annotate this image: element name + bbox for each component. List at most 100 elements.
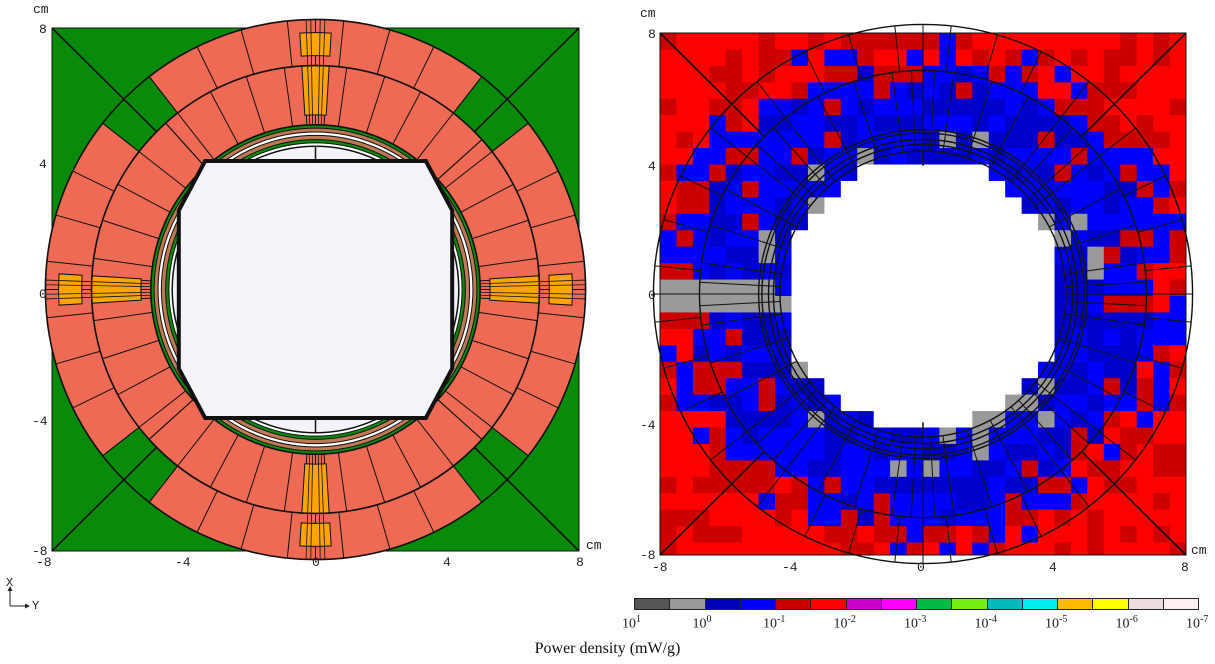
dose-cell <box>955 345 973 363</box>
dose-cell <box>906 148 924 165</box>
coil-divider <box>1137 355 1183 369</box>
dose-cell <box>791 263 809 281</box>
dose-cell <box>775 65 792 83</box>
dose-cell <box>775 427 792 445</box>
dose-cell <box>923 82 940 100</box>
dose-cell <box>725 65 743 83</box>
dose-cell <box>692 509 710 527</box>
coil-divider <box>444 151 493 189</box>
dose-cell <box>923 345 940 363</box>
dose-cell <box>890 246 908 264</box>
coil-divider <box>1049 188 1121 228</box>
dose-cell <box>1087 476 1105 494</box>
dose-cell <box>1021 328 1039 346</box>
dose-cell <box>725 148 743 165</box>
dose-cell <box>890 394 908 412</box>
dose-cell <box>840 65 858 83</box>
y-arrow-icon <box>25 603 30 609</box>
dose-cell <box>1153 493 1171 511</box>
coil-divider <box>1065 300 1147 307</box>
dose-cell <box>725 49 743 67</box>
dose-cell <box>988 460 1006 478</box>
dose-cell <box>1054 378 1072 396</box>
dose-cell <box>692 328 710 346</box>
coil-divider <box>848 508 862 554</box>
dose-cell <box>972 180 990 198</box>
dose-cell <box>906 312 924 330</box>
left-y-tick: 4 <box>39 157 47 172</box>
dose-cell <box>1169 345 1187 363</box>
dose-cell <box>1103 345 1121 363</box>
coil-divider <box>437 139 483 180</box>
dose-cell <box>791 427 809 445</box>
dose-cell <box>1070 394 1088 412</box>
dose-cell <box>923 213 940 231</box>
coil-divider <box>1028 144 1090 199</box>
dose-cell <box>824 460 842 478</box>
dose-cell <box>1054 115 1072 133</box>
dose-cell <box>1169 131 1187 149</box>
dose-cell <box>725 526 743 544</box>
dose-cell <box>923 164 940 182</box>
dose-cell <box>873 246 891 264</box>
dose-cell <box>1153 197 1171 215</box>
dose-cell <box>1103 263 1121 281</box>
dose-cell <box>692 49 710 67</box>
dose-cell <box>972 82 990 100</box>
pole-line <box>45 291 151 295</box>
dose-cell <box>1153 361 1171 379</box>
dose-cell <box>1103 411 1121 428</box>
dose-cell <box>857 82 875 100</box>
dose-cell <box>1005 509 1023 527</box>
dose-cell <box>840 98 858 116</box>
coil-divider <box>942 435 955 516</box>
dose-cell <box>1153 246 1171 264</box>
dose-cell <box>692 361 710 379</box>
dose-cell <box>873 476 891 494</box>
dose-cell <box>1120 180 1138 198</box>
dose-cell <box>988 345 1006 363</box>
dose-cell <box>1054 263 1072 281</box>
coil-divider <box>286 512 293 559</box>
dose-cell <box>1038 131 1055 149</box>
coil-divider <box>756 469 786 507</box>
dose-cell <box>1153 394 1171 412</box>
ring-outline <box>698 69 1148 519</box>
coil-divider <box>699 300 781 307</box>
dose-cell <box>1103 33 1121 50</box>
right-y-unit: cm <box>640 6 656 21</box>
dose-cell <box>873 296 891 313</box>
dose-cell <box>1054 65 1072 83</box>
dose-cell <box>660 345 677 363</box>
dose-cell <box>824 345 842 363</box>
dose-cell <box>939 411 957 428</box>
dose-cell <box>988 476 1006 494</box>
dose-cell <box>676 65 694 83</box>
coil-divider <box>701 262 782 275</box>
dose-cell <box>709 493 727 511</box>
dose-cell <box>988 526 1006 544</box>
dose-cell <box>1087 230 1105 248</box>
dose-cell <box>1054 164 1072 182</box>
dose-cell <box>1038 49 1055 67</box>
dose-cell <box>775 180 792 198</box>
dose-cell <box>873 213 891 231</box>
dose-cell <box>972 526 990 544</box>
dose-cell <box>692 213 710 231</box>
dose-cell <box>709 263 727 281</box>
coil-divider <box>817 96 857 168</box>
dose-cell <box>1005 542 1023 556</box>
dose-cell <box>988 180 1006 198</box>
dose-cell <box>775 115 792 133</box>
dose-cell <box>955 394 973 412</box>
dose-cell <box>1103 49 1121 67</box>
left-x-tick: 4 <box>443 555 451 570</box>
dose-cell <box>775 148 792 165</box>
dose-cell <box>660 394 677 412</box>
dose-cell <box>840 476 858 494</box>
coil-divider <box>538 312 585 319</box>
coil-divider <box>471 339 529 360</box>
coil-divider <box>1020 51 1042 94</box>
dose-cell <box>824 197 842 215</box>
dose-cell <box>1087 509 1105 527</box>
